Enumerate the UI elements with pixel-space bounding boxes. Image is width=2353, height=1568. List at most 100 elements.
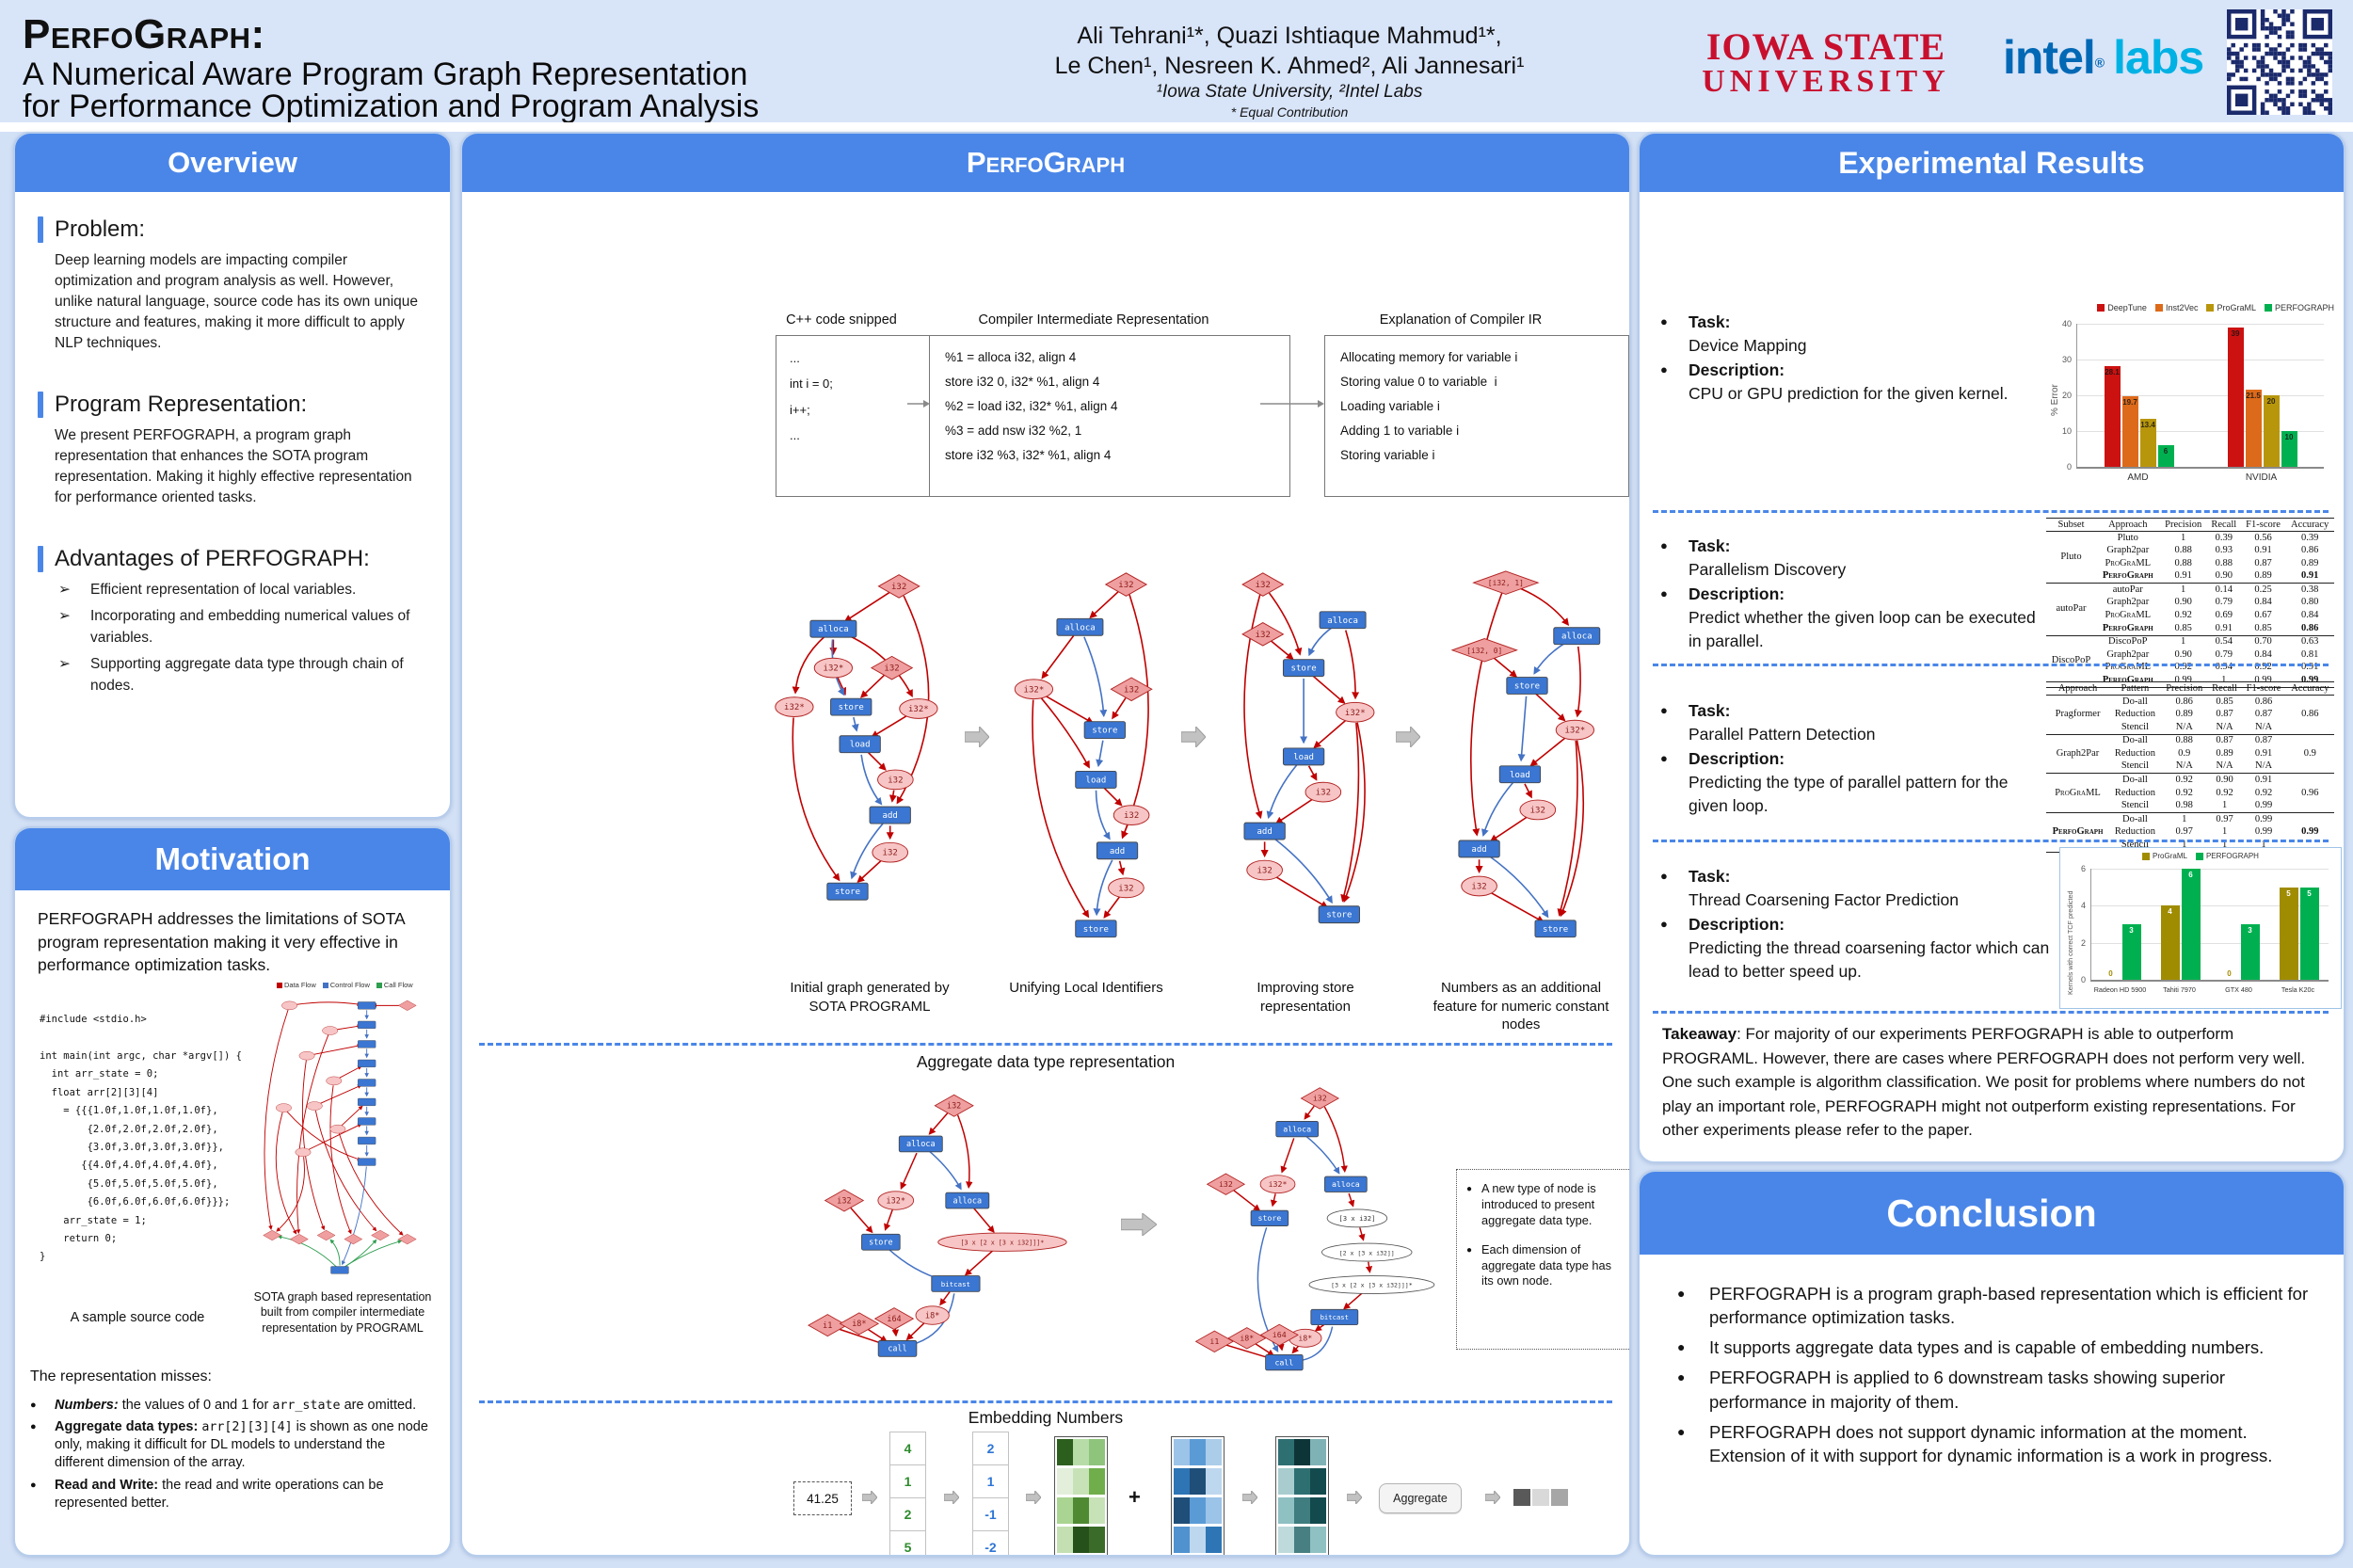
dot-bullet-icon: ● [1677, 1369, 1686, 1385]
advantage-text: Incorporating and embedding numerical va… [90, 608, 410, 646]
chart-bar: 28.1 [2104, 366, 2121, 467]
graph-node-instruction: bitcast [931, 1275, 981, 1292]
legend-swatch [322, 982, 328, 988]
results-divider [1653, 664, 2329, 666]
graph-edge [1342, 722, 1366, 904]
chart-bar: 20 [2263, 395, 2280, 467]
legend-swatch [2206, 304, 2215, 312]
graph-node-variable: [3 x [2 x [3 x i32]]]* [937, 1232, 1067, 1252]
value-cell: 1 [889, 1464, 926, 1498]
section-divider [479, 1400, 1612, 1403]
data-cell: 1 [2261, 839, 2266, 850]
graph-edge [343, 1239, 377, 1269]
graph-edge [871, 713, 910, 738]
data-cell: 0.88 [2215, 557, 2233, 568]
final-embedding [1513, 1489, 1570, 1511]
code-line: store i32 %3, i32* %1, align 4 [945, 447, 1112, 462]
task-name: Device Mapping [1689, 336, 1807, 356]
pipeline-arrow-icon [1026, 1491, 1041, 1504]
aggregate-notes-box: ●A new type of node is introduced to pre… [1456, 1169, 1629, 1350]
aggregate-note: ●A new type of node is introduced to pre… [1466, 1181, 1623, 1229]
data-cell: ProGraML [2105, 557, 2152, 568]
advantage-item: ➢Supporting aggregate data type through … [58, 654, 427, 696]
svg-text:i32: i32 [891, 583, 906, 592]
equal-contribution: * Equal Contribution [1230, 104, 1349, 120]
gridline [2091, 869, 2329, 870]
graph-node-instruction: add [1458, 840, 1500, 858]
svg-text:i32: i32 [1316, 789, 1331, 798]
heatmap-row [1278, 1497, 1326, 1524]
graph-node-variable [326, 1076, 343, 1086]
svg-text:i32: i32 [888, 776, 903, 785]
task-description: CPU or GPU prediction for the given kern… [1689, 384, 2009, 403]
graph-node-instruction: store [861, 1233, 901, 1251]
text-span: are omitted. [340, 1398, 417, 1413]
heatmap-cell [1174, 1497, 1190, 1524]
graph-edge [1266, 764, 1298, 820]
graph-edge [296, 1034, 329, 1234]
legend-item: Call Flow [376, 981, 413, 989]
svg-text:load: load [1510, 771, 1530, 780]
combined-embedding-heatmap [1275, 1436, 1329, 1555]
graph-edge [1517, 696, 1528, 762]
graph-node-instruction: store [830, 697, 872, 716]
graph-edge [900, 1152, 918, 1190]
takeaway-text: Takeaway: For majority of our experiment… [1662, 1022, 2321, 1143]
y-tick-label: 0 [2066, 462, 2072, 472]
accuracy-cell: 0.9 [2285, 733, 2334, 774]
data-cell: DiscoPoP [2096, 634, 2160, 649]
graph-edge [1307, 625, 1335, 657]
results-divider [1653, 1011, 2329, 1014]
column-header: Approach [2046, 681, 2110, 696]
data-cell: 0.79 [2215, 597, 2233, 608]
graph-node-variable: i32* [1336, 701, 1375, 723]
heatmap-row [1174, 1497, 1222, 1524]
task-block: ●Task:Device Mapping●Description:CPU or … [1660, 310, 2056, 406]
graph-edge [1575, 646, 1582, 718]
task-name: Parallel Pattern Detection [1689, 725, 1876, 744]
text-span: : For majority of our experiments PERFOG… [1662, 1025, 2306, 1139]
programl-graph [263, 1000, 417, 1274]
graph-node-variable: i8* [1289, 1328, 1322, 1348]
svg-text:i32: i32 [1256, 581, 1271, 590]
conclusion-text: It supports aggregate data types and is … [1709, 1337, 2265, 1358]
data-cell: 0.70 [2240, 634, 2286, 649]
authors-line-2: Le Chen¹, Nesreen K. Ahmed², Ali Jannesa… [1054, 53, 1525, 79]
data-cell: Reduction [2114, 747, 2155, 759]
graph-node-variable [295, 1147, 312, 1158]
graph-node-constant: i32 [1206, 1173, 1246, 1195]
svg-text:alloca: alloca [1064, 623, 1096, 632]
graph-edge [888, 1248, 945, 1283]
graph-edge [1040, 696, 1090, 769]
svg-text:alloca: alloca [1327, 616, 1358, 626]
graph-edge [1304, 1134, 1340, 1175]
stage-caption-2: Unifying Local Identifiers [1009, 980, 1163, 996]
data-cell: 0.90 [2215, 570, 2233, 582]
data-cell: 0.99 [2254, 674, 2272, 685]
dot-bullet-icon: ● [1660, 869, 1668, 883]
legend-item: Data Flow [277, 981, 316, 989]
heatmap-cell [1278, 1439, 1294, 1465]
misses-list: ●Numbers: the values of 0 and 1 for arr_… [30, 1393, 435, 1516]
data-cell: 0.84 [2300, 609, 2319, 620]
data-cell: 0.89 [2254, 570, 2272, 582]
chart-bar: 3 [2121, 924, 2141, 980]
svg-text:i64: i64 [887, 1314, 901, 1323]
graph-node-variable [306, 1101, 323, 1111]
graph-edge [1280, 1138, 1295, 1174]
overview-panel: Overview Problem: Deep learning models a… [13, 132, 452, 819]
data-cell: 0.90 [2207, 773, 2242, 787]
overview-title: Overview [15, 134, 450, 192]
svg-text:i8*: i8* [852, 1319, 866, 1328]
value-cell: 1 [972, 1464, 1009, 1498]
y-tick-label: 4 [2080, 901, 2086, 911]
graph-node-constant: i32 [1300, 1087, 1339, 1110]
